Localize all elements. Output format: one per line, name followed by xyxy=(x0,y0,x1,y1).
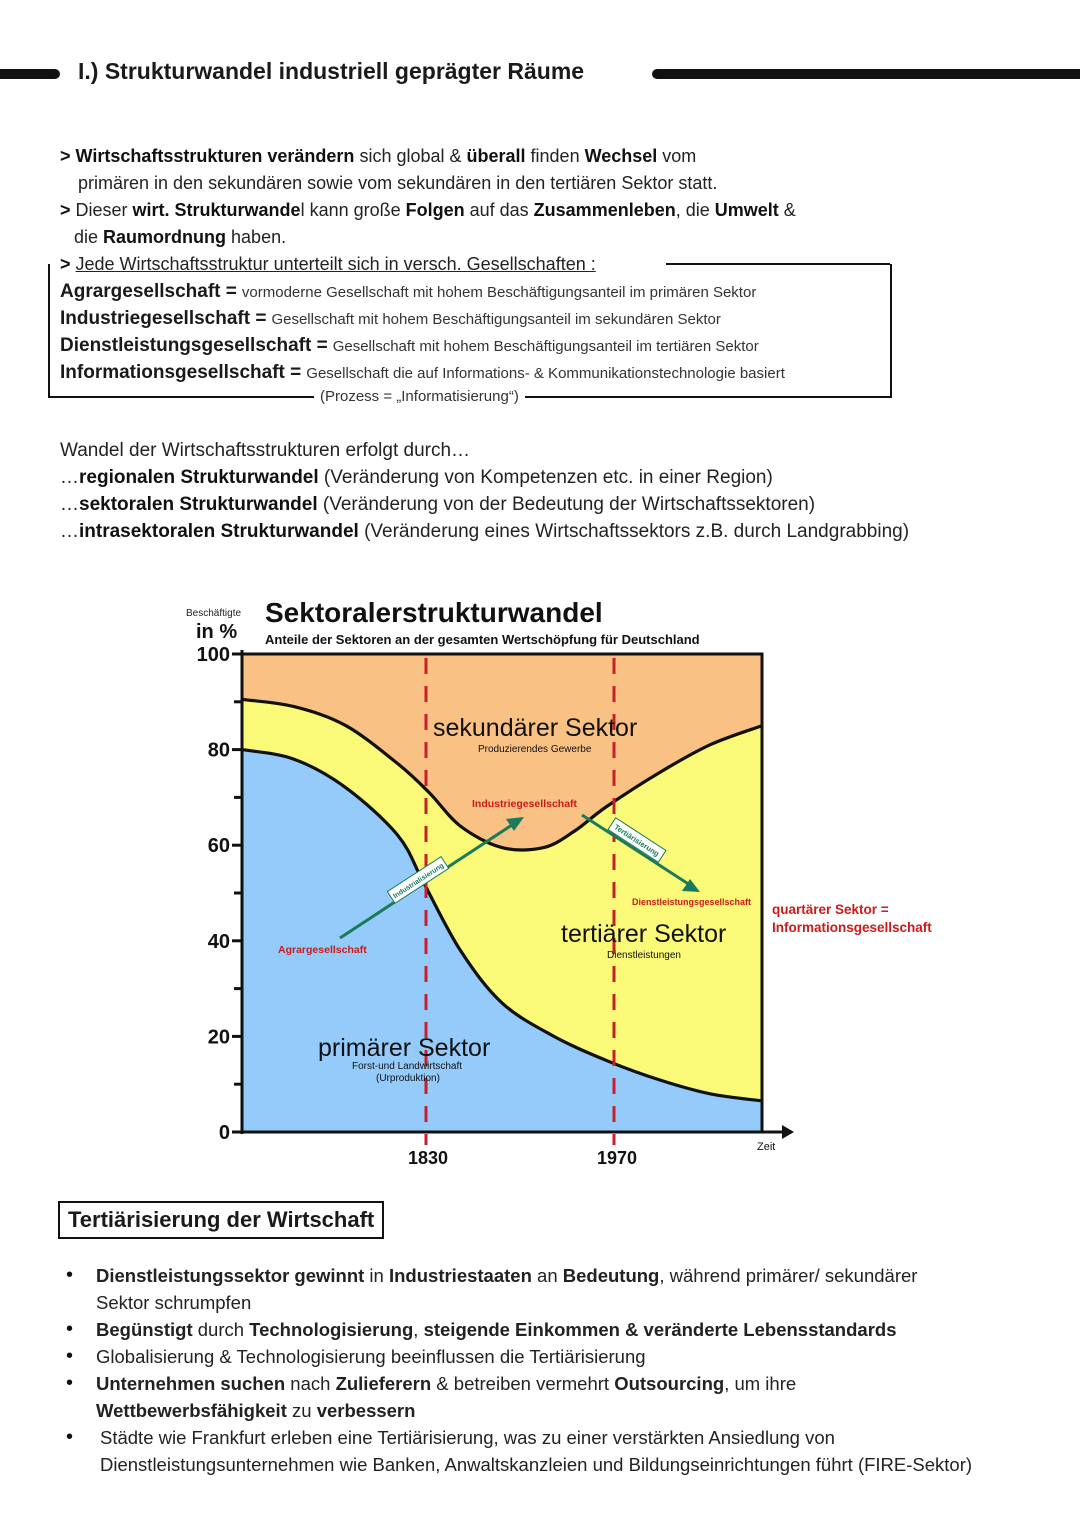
y-tick-label-0: 0 xyxy=(219,1122,230,1144)
chart-subtitle: Anteile der Sektoren an der gesamten Wer… xyxy=(265,632,700,647)
wandel-sektoral: …sektoralen Strukturwandel (Veränderung … xyxy=(60,494,816,515)
intro-line-3: > Dieser wirt. Strukturwandel kann große… xyxy=(60,200,796,220)
annotation-dienst: Dienstleistungsgesellschaft xyxy=(632,897,751,907)
area-primaer xyxy=(242,749,762,1132)
wandel-intro: Wandel der Wirtschaftsstrukturen erfolgt… xyxy=(60,440,471,461)
y-tick-label-20: 20 xyxy=(208,1026,230,1048)
intro-line-4: die Raumordnung haben. xyxy=(74,227,287,247)
definition-agrar: Agrargesellschaft = vormoderne Gesellsch… xyxy=(60,281,757,302)
x-axis-label: Zeit xyxy=(757,1141,775,1153)
process-note: (Prozess = „Informatisierung“) xyxy=(314,388,525,405)
wandel-intrasektoral: …intrasektoralen Strukturwandel (Verände… xyxy=(60,521,910,542)
y-tick-label-100: 100 xyxy=(197,644,230,666)
label-tertiaer: tertiärer Sektor xyxy=(561,920,726,948)
annotation-industrie: Industriegesellschaft xyxy=(472,798,578,810)
annotation-quartaer-2: Informationsgesellschaft xyxy=(772,920,932,935)
header-bar-right xyxy=(652,69,1080,79)
label-sekundaer-sub: Produzierendes Gewerbe xyxy=(478,744,592,755)
wandel-regional: …regionalen Strukturwandel (Veränderung … xyxy=(60,467,773,488)
boundary-line-tertiaer xyxy=(241,697,763,852)
tertiaerisierung-arrowhead xyxy=(682,879,700,892)
y-tick-label-60: 60 xyxy=(208,835,230,857)
label-tertiaer-sub: Dienstleistungen xyxy=(607,950,681,961)
page-title: I.) Strukturwandel industriell geprägter… xyxy=(78,58,585,84)
tertiaerisierung-heading: Tertiärisierung der Wirtschaft xyxy=(58,1201,385,1239)
chart-ylabel-small: Beschäftigte xyxy=(186,608,241,619)
label-primaer-sub2: (Urproduktion) xyxy=(376,1073,440,1084)
tertiaerisierung-list: Dienstleistungssektor gewinnt in Industr… xyxy=(66,1262,1066,1478)
list-item: Globalisierung & Technologisierung beein… xyxy=(66,1343,1066,1370)
definition-dienstleistung: Dienstleistungsgesellschaft = Gesellscha… xyxy=(60,335,759,356)
intro-line-2: primären in den sekundären sowie vom sek… xyxy=(78,173,718,193)
list-item: Städte wie Frankfurt erleben eine Tertiä… xyxy=(66,1424,1066,1478)
intro-line-5: > Jede Wirtschaftsstruktur unterteilt si… xyxy=(60,254,596,274)
industrialisierung-arrowhead xyxy=(506,817,524,831)
label-primaer-sub: Forst-und Landwirtschaft xyxy=(352,1061,462,1072)
x-tick-1970: 1970 xyxy=(597,1148,637,1168)
sector-chart: Beschäftigte in % Sektoralerstrukturwand… xyxy=(186,597,932,1168)
y-tick-label-40: 40 xyxy=(208,931,230,953)
label-sekundaer: sekundärer Sektor xyxy=(433,714,637,742)
x-tick-1830: 1830 xyxy=(408,1148,448,1168)
y-tick-label-80: 80 xyxy=(208,740,230,762)
list-item: Unternehmen suchen nach Zulieferern & be… xyxy=(66,1370,1066,1424)
chart-title: Sektoralerstrukturwandel xyxy=(265,597,603,628)
label-primaer: primärer Sektor xyxy=(318,1034,490,1062)
definition-box-top-line xyxy=(666,263,890,265)
definition-industrie: Industriegesellschaft = Gesellschaft mit… xyxy=(60,308,721,329)
header-bar-left xyxy=(0,69,60,79)
definition-information: Informationsgesellschaft = Gesellschaft … xyxy=(60,362,785,383)
list-item: Dienstleistungssektor gewinnt in Industr… xyxy=(66,1262,1066,1316)
intro-line-1: > Wirtschaftsstrukturen verändern sich g… xyxy=(60,146,697,166)
boundary-line-primaer xyxy=(241,748,763,1103)
annotation-agrar: Agrargesellschaft xyxy=(278,944,367,956)
list-item: Begünstigt durch Technologisierung, stei… xyxy=(66,1316,1066,1343)
x-axis-arrowhead xyxy=(782,1125,794,1139)
tertiaerisierung-arrow xyxy=(581,813,691,887)
annotation-quartaer-1: quartärer Sektor = xyxy=(772,902,889,917)
chart-ylabel: in % xyxy=(196,621,237,643)
